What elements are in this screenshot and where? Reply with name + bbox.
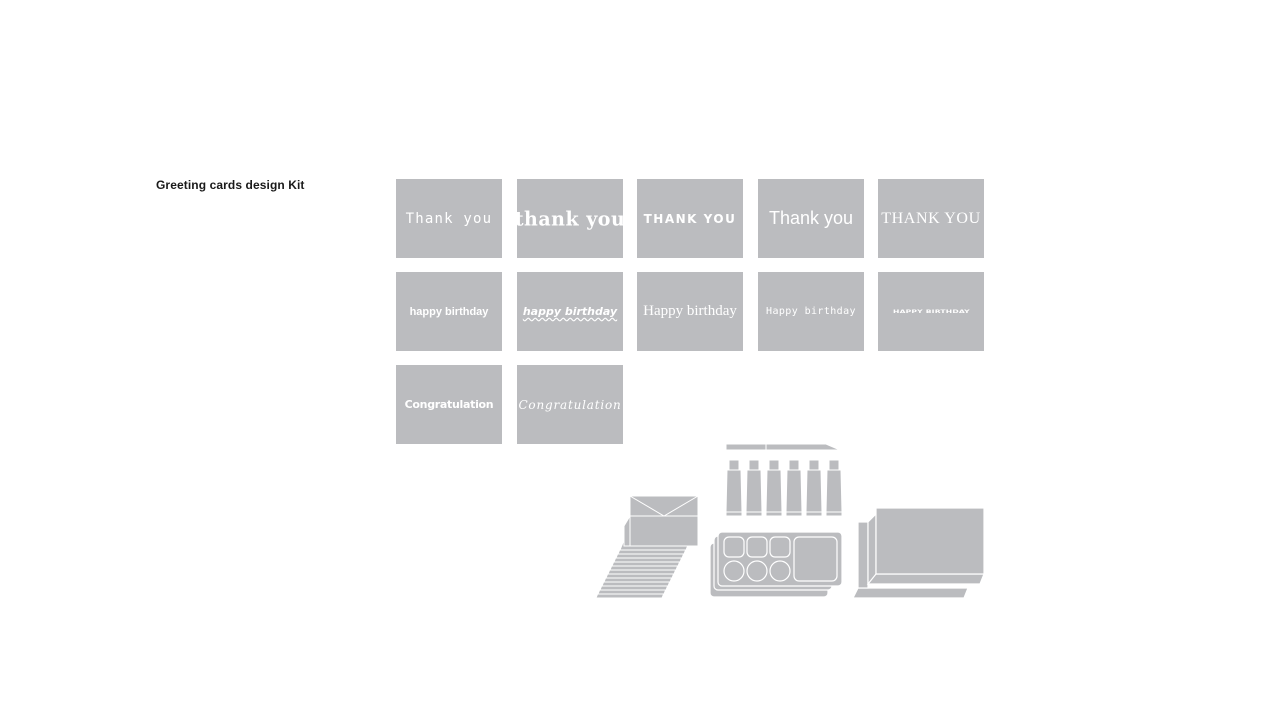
card-text: THANK YOU: [881, 209, 981, 227]
card-stack-icon: [852, 507, 985, 599]
card-text: Thank you: [405, 210, 493, 227]
card-happy-birthday-2[interactable]: happy birthday: [517, 272, 623, 351]
paint-palette-icon: [709, 531, 843, 598]
card-happy-birthday-3[interactable]: Happy birthday: [637, 272, 743, 351]
kit-illustration: [595, 443, 985, 599]
card-thank-you-3[interactable]: THANK YOU: [637, 179, 743, 258]
card-thank-you-4[interactable]: Thank you: [758, 179, 864, 258]
card-thank-you-5[interactable]: THANK YOU: [878, 179, 984, 258]
card-text: Congratulation: [518, 397, 622, 412]
card-text: THANK YOU: [643, 211, 737, 226]
card-text: Congratulation: [404, 398, 494, 411]
card-thank-you-1[interactable]: Thank you: [396, 179, 502, 258]
card-happy-birthday-5[interactable]: HAPPY BIRTHDAY: [878, 272, 984, 351]
card-happy-birthday-1[interactable]: happy birthday: [396, 272, 502, 351]
card-text: happy birthday: [522, 305, 618, 318]
card-thank-you-2[interactable]: thank you: [517, 179, 623, 258]
envelope-stack-icon: [595, 495, 699, 599]
card-happy-birthday-4[interactable]: Happy birthday: [758, 272, 864, 351]
card-text: HAPPY BIRTHDAY: [892, 309, 970, 314]
card-text: Happy birthday: [766, 306, 856, 317]
card-congratulation-2[interactable]: Congratulation: [517, 365, 623, 444]
paint-tubes-icon: [725, 443, 843, 517]
card-text: Thank you: [768, 208, 854, 228]
page-title: Greeting cards design Kit: [156, 178, 305, 192]
card-congratulation-1[interactable]: Congratulation: [396, 365, 502, 444]
card-text: happy birthday: [409, 305, 489, 318]
card-text: Happy birthday: [643, 303, 737, 319]
card-text: thank you: [517, 206, 623, 231]
